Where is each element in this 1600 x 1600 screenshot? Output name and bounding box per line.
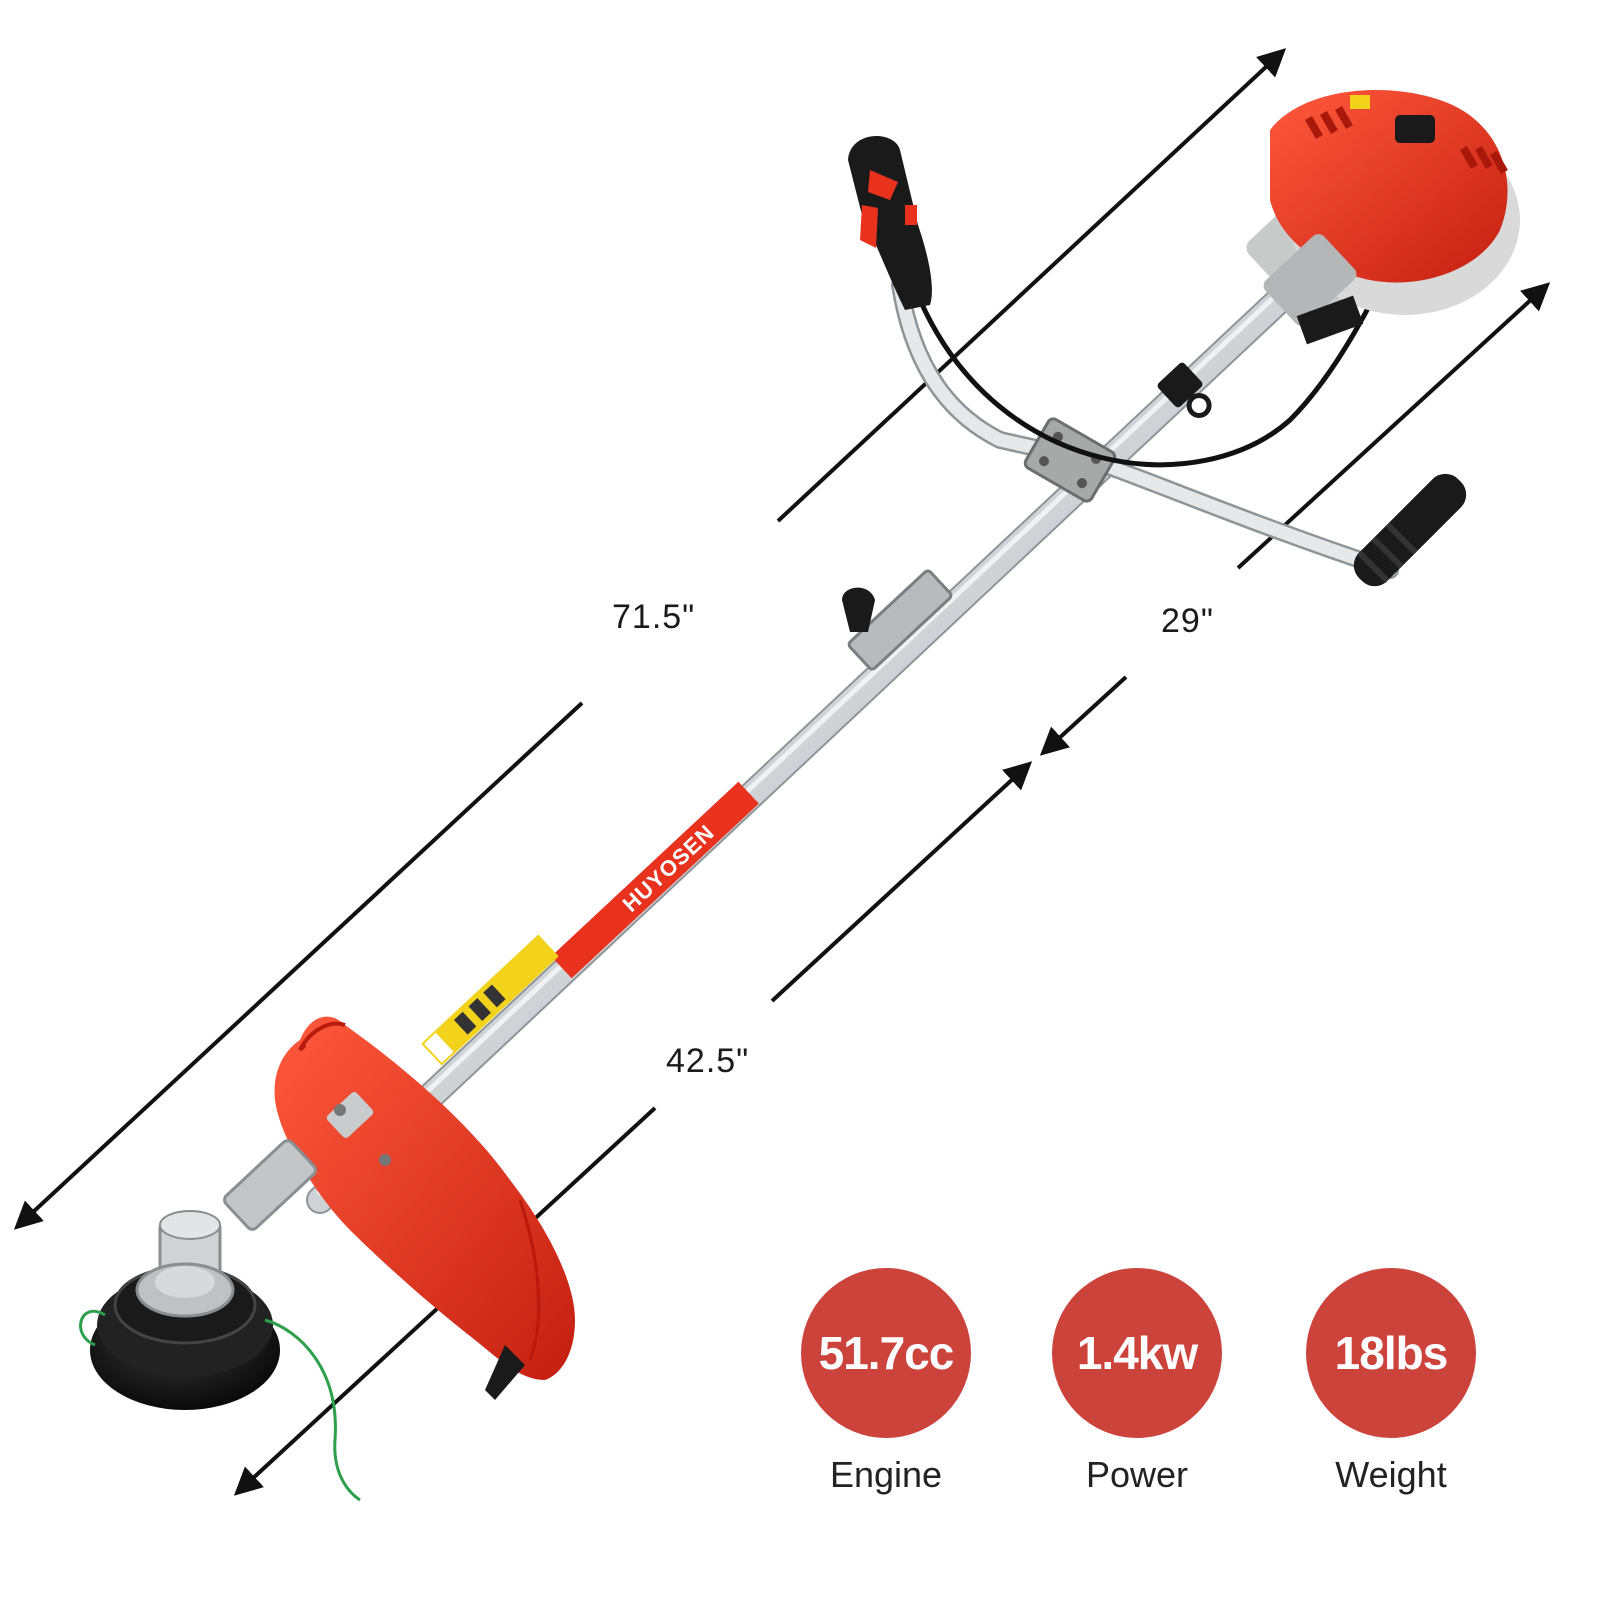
- power-badge: 1.4kw: [1052, 1268, 1222, 1438]
- spec-weight: 18lbs Weight: [1306, 1268, 1476, 1496]
- handle-width-label: 29": [1161, 602, 1214, 640]
- overall-length-label: 71.5": [612, 598, 696, 636]
- handle-width-arrow-lower: [1039, 675, 1128, 756]
- handle-width-arrow: [1236, 282, 1551, 570]
- overall-length-arrow-lower: [13, 701, 584, 1230]
- weight-caption: Weight: [1335, 1454, 1447, 1495]
- trimmer-shaft: [306, 276, 1304, 1214]
- shaft-length-arrow-upper: [770, 761, 1033, 1003]
- warning-sticker: [421, 934, 559, 1066]
- engine-badge: 51.7cc: [801, 1268, 971, 1438]
- gear-head: [158, 1139, 317, 1282]
- spec-engine: 51.7cc Engine: [801, 1268, 971, 1496]
- engine-unit: [1246, 90, 1520, 345]
- brand-band: HUYOSEN: [551, 781, 759, 979]
- engine-caption: Engine: [829, 1454, 943, 1495]
- trimmer-spool: [79, 1262, 361, 1502]
- spec-power: 1.4kw Power: [1052, 1268, 1222, 1496]
- blade-guard: [274, 1016, 575, 1400]
- harness-ring: [1157, 362, 1212, 418]
- shaft-length-label: 42.5": [666, 1042, 750, 1080]
- left-grip: [1353, 473, 1467, 587]
- throttle-grip: [848, 136, 932, 310]
- brand-label: HUYOSEN: [618, 820, 720, 917]
- power-caption: Power: [1085, 1454, 1189, 1495]
- shaft-coupler: [842, 569, 953, 671]
- weight-badge: 18lbs: [1306, 1268, 1476, 1438]
- overall-length-arrow-upper: [776, 48, 1287, 523]
